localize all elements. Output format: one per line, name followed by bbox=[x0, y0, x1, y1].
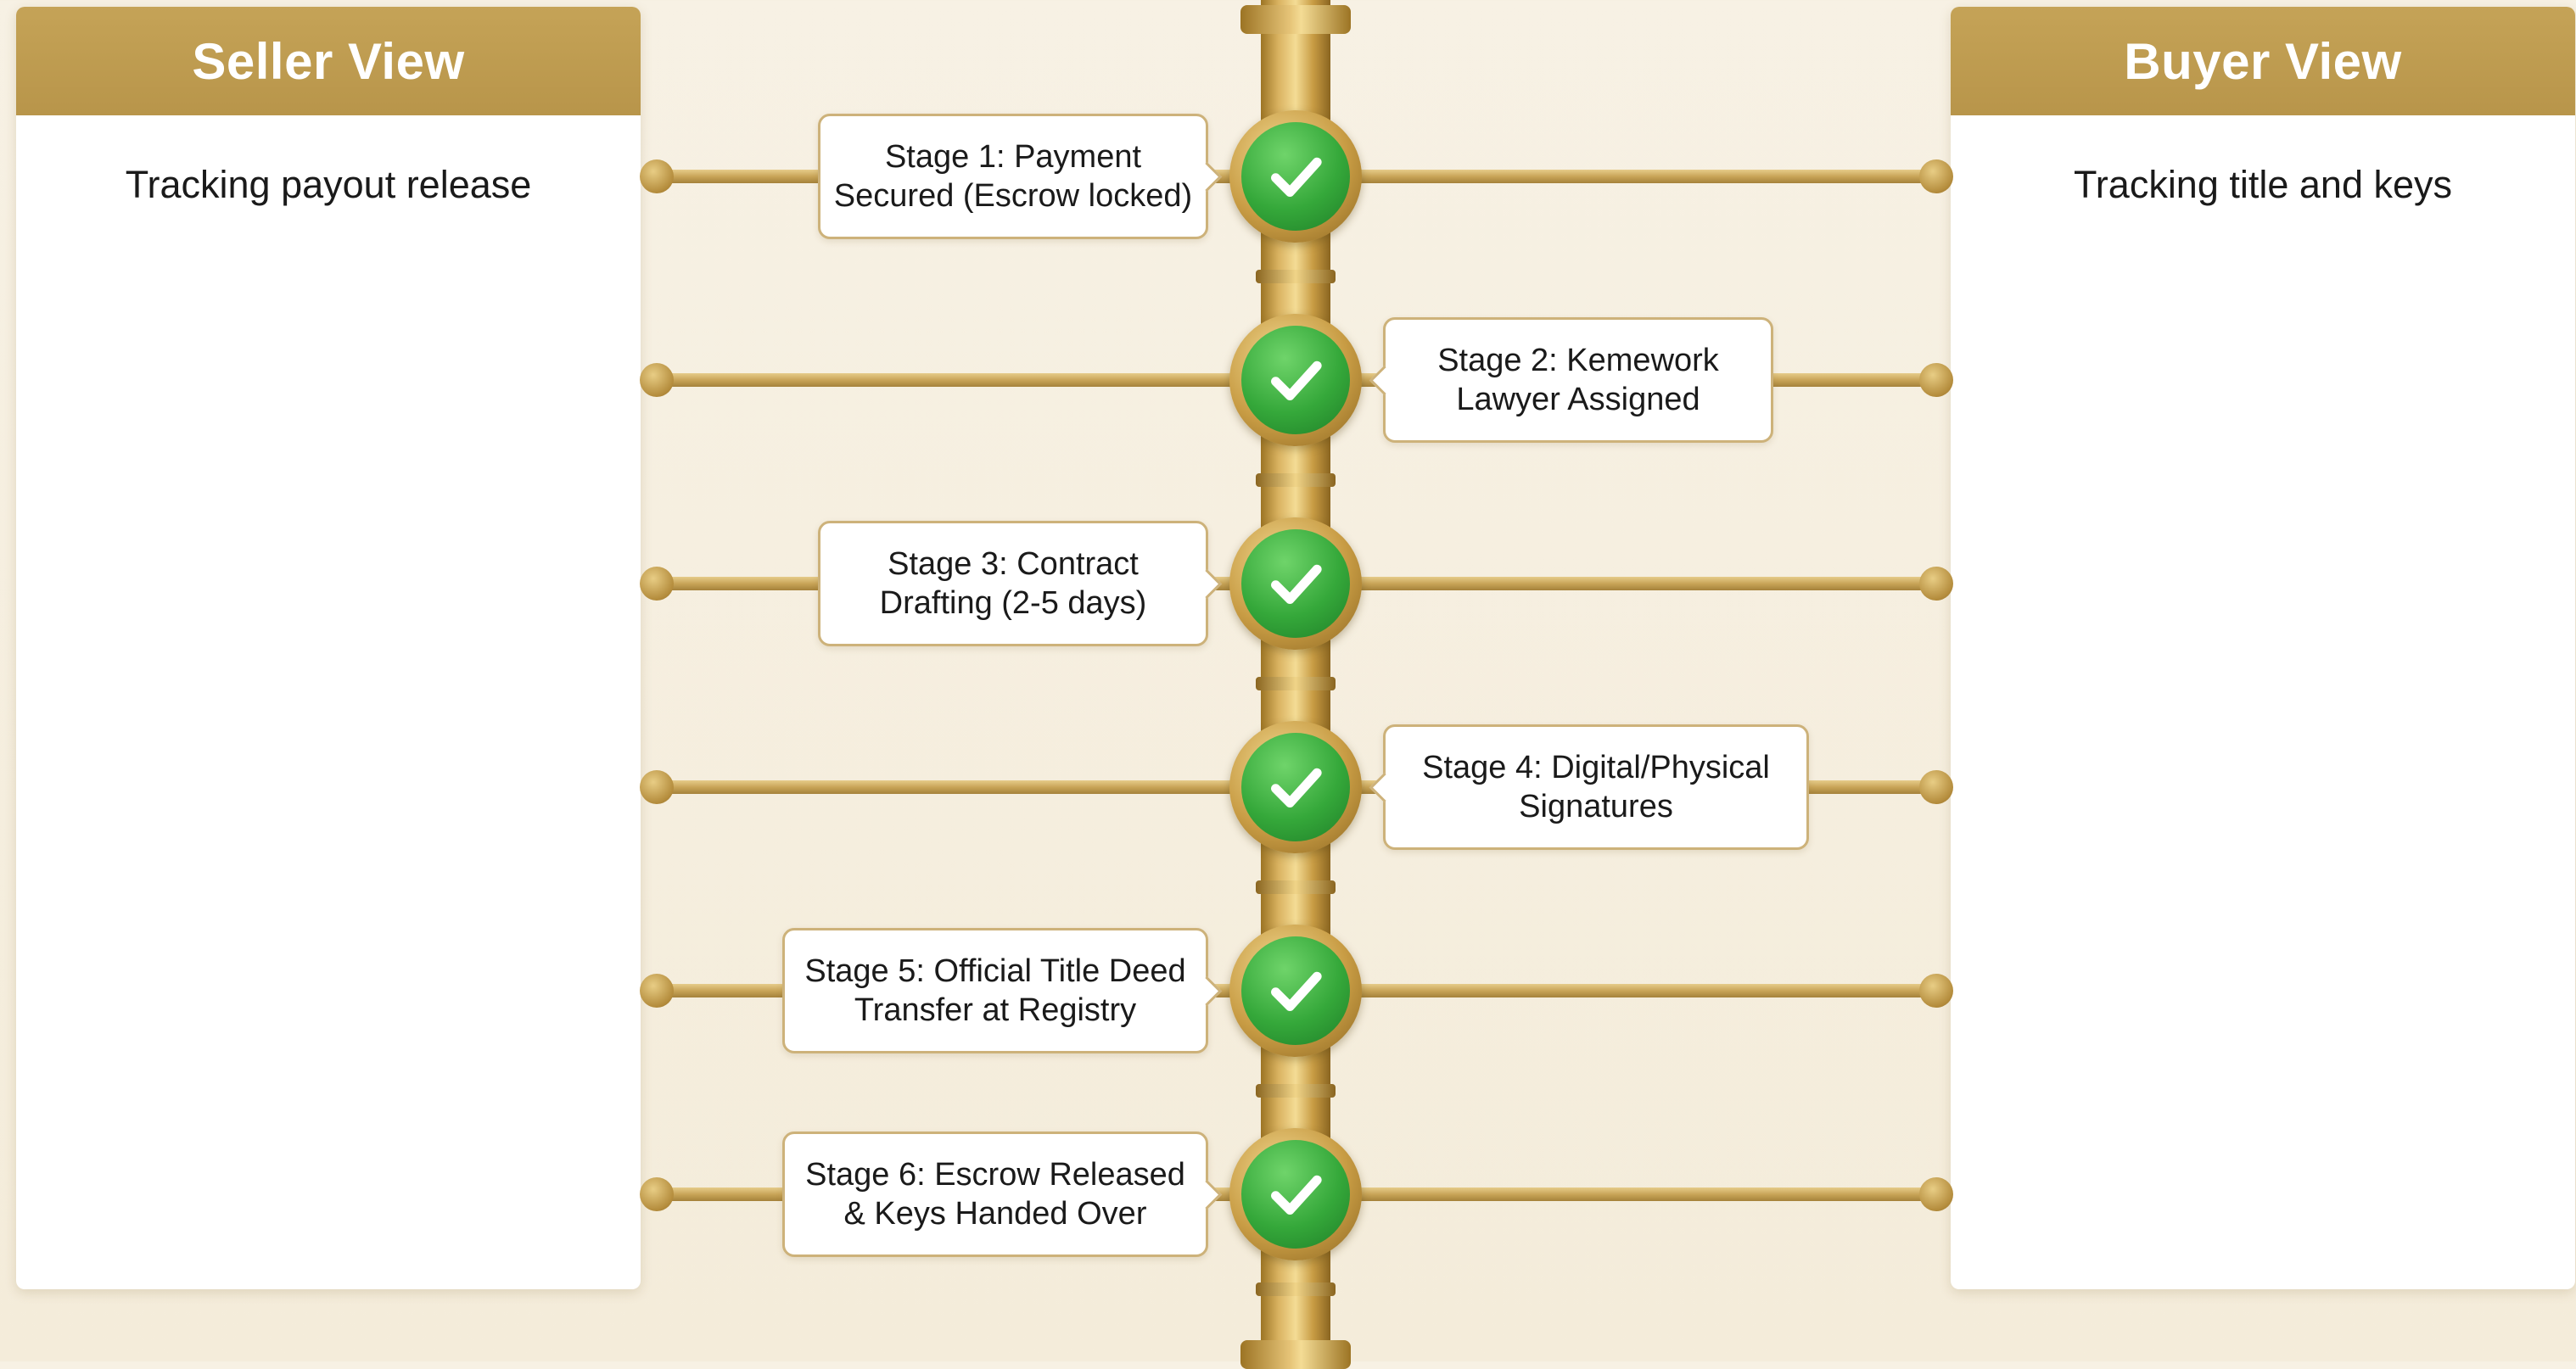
stage-3-status bbox=[1229, 517, 1362, 650]
rod-knob bbox=[640, 567, 674, 601]
connector-rod-3-right bbox=[1341, 577, 1935, 590]
seller-view-panel: Seller View Tracking payout release bbox=[16, 7, 641, 1289]
seller-view-title: Seller View bbox=[16, 7, 641, 115]
rod-knob bbox=[640, 1177, 674, 1211]
connector-rod-2-left bbox=[653, 373, 1247, 387]
stage-1-callout: Stage 1: Payment Secured (Escrow locked) bbox=[818, 114, 1208, 239]
seller-view-subtitle: Tracking payout release bbox=[125, 163, 532, 206]
rod-knob bbox=[1919, 159, 1953, 193]
pillar-ring bbox=[1256, 270, 1336, 283]
stage-5-status bbox=[1229, 925, 1362, 1057]
stage-2-callout: Stage 2: Kemework Lawyer Assigned bbox=[1383, 317, 1773, 443]
stage-2-status bbox=[1229, 314, 1362, 446]
checkmark-icon bbox=[1241, 733, 1350, 841]
rod-knob bbox=[640, 159, 674, 193]
checkmark-icon bbox=[1241, 1140, 1350, 1249]
pillar-ring bbox=[1256, 677, 1336, 690]
stage-4-callout: Stage 4: Digital/Physical Signatures bbox=[1383, 724, 1809, 850]
pillar-ring bbox=[1256, 1282, 1336, 1296]
rod-knob bbox=[1919, 567, 1953, 601]
rod-knob bbox=[1919, 770, 1953, 804]
buyer-view-panel: Buyer View Tracking title and keys bbox=[1951, 7, 2575, 1289]
rod-knob bbox=[1919, 1177, 1953, 1211]
stage-3-callout: Stage 3: Contract Drafting (2-5 days) bbox=[818, 521, 1208, 646]
connector-rod-5-right bbox=[1341, 984, 1935, 997]
stage-4-status bbox=[1229, 721, 1362, 853]
stage-6-status bbox=[1229, 1128, 1362, 1260]
pillar-ring bbox=[1256, 880, 1336, 894]
checkmark-icon bbox=[1241, 326, 1350, 434]
checkmark-icon bbox=[1241, 936, 1350, 1045]
rod-knob bbox=[640, 770, 674, 804]
buyer-view-title: Buyer View bbox=[1951, 7, 2575, 115]
checkmark-icon bbox=[1241, 122, 1350, 231]
stage-6-callout: Stage 6: Escrow Released & Keys Handed O… bbox=[782, 1132, 1208, 1257]
pillar-bottom-cap bbox=[1240, 1340, 1351, 1369]
checkmark-icon bbox=[1241, 529, 1350, 638]
pillar-ring bbox=[1256, 1084, 1336, 1098]
rod-knob bbox=[1919, 363, 1953, 397]
stage-1-status bbox=[1229, 110, 1362, 243]
rod-knob bbox=[1919, 974, 1953, 1008]
pillar-ring bbox=[1256, 473, 1336, 487]
buyer-view-subtitle: Tracking title and keys bbox=[2073, 163, 2453, 206]
connector-rod-1-right bbox=[1341, 170, 1935, 183]
rod-knob bbox=[640, 363, 674, 397]
connector-rod-6-right bbox=[1341, 1187, 1935, 1201]
stage-5-callout: Stage 5: Official Title Deed Transfer at… bbox=[782, 928, 1208, 1053]
connector-rod-4-left bbox=[653, 780, 1247, 794]
rod-knob bbox=[640, 974, 674, 1008]
pillar-top-cap bbox=[1240, 5, 1351, 34]
